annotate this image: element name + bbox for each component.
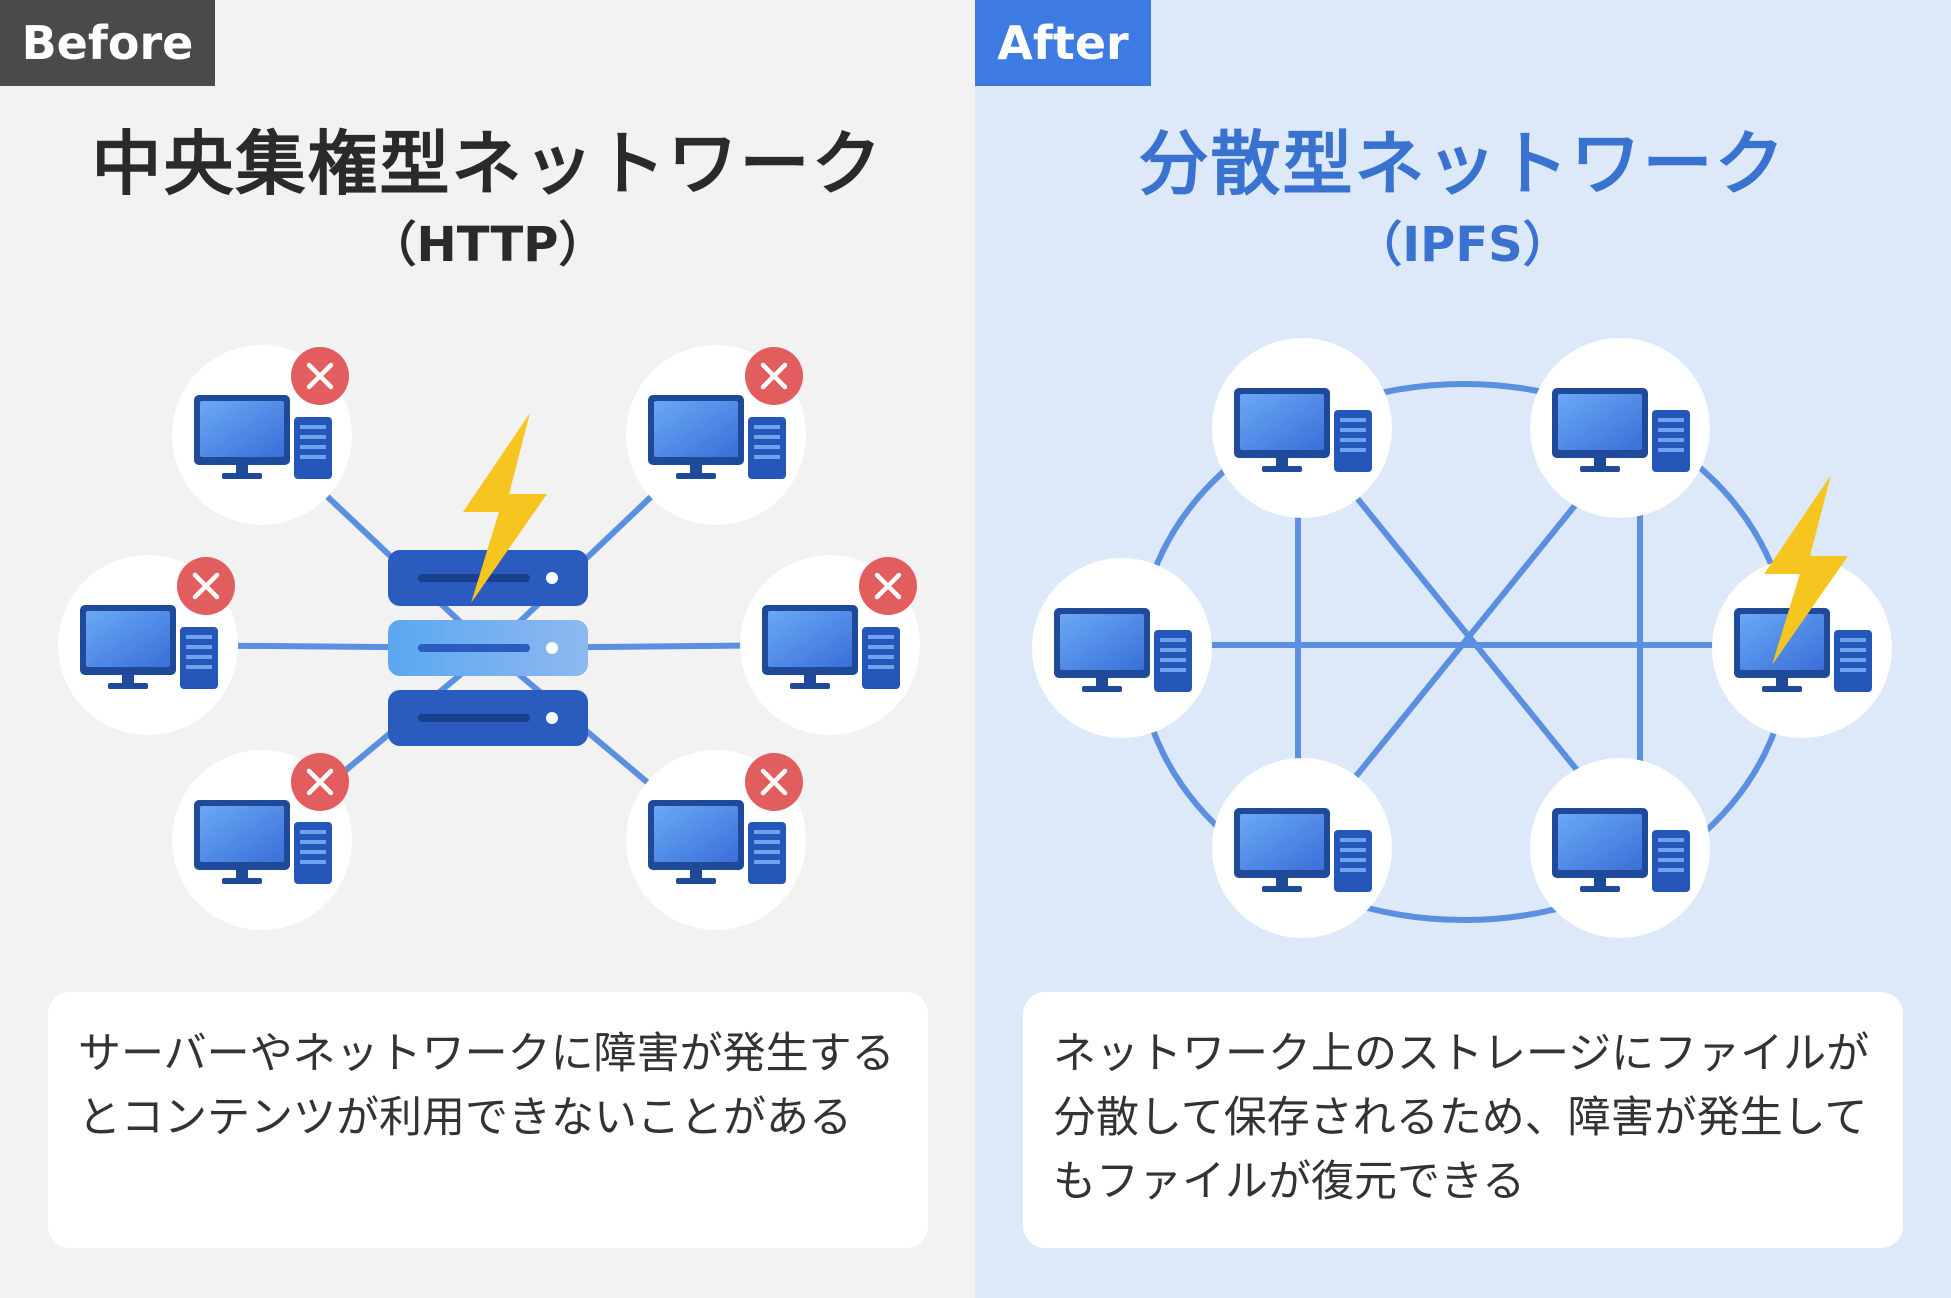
client-node <box>58 555 238 735</box>
after-title: 分散型ネットワーク <box>1138 123 1787 205</box>
error-x-icon <box>291 347 349 405</box>
server-icon <box>388 550 588 746</box>
client-node <box>740 555 920 735</box>
peer-node <box>1212 758 1392 938</box>
error-x-icon <box>859 557 917 615</box>
peer-node <box>1530 758 1710 938</box>
before-description: サーバーやネットワークに障害が発生するとコンテンツが利用できないことがある <box>48 992 928 1248</box>
before-subtitle: （HTTP） <box>368 217 607 273</box>
before-title: 中央集権型ネットワーク <box>91 123 884 205</box>
error-x-icon <box>177 557 235 615</box>
before-tag: Before <box>0 0 215 86</box>
error-x-icon <box>745 753 803 811</box>
peer-node <box>1530 338 1710 518</box>
after-subtitle: （IPFS） <box>1354 217 1571 273</box>
client-node <box>626 345 806 525</box>
client-node <box>172 750 352 930</box>
peer-node <box>1712 558 1892 738</box>
after-tag: After <box>975 0 1151 86</box>
peer-node <box>1032 558 1212 738</box>
peer-node <box>1212 338 1392 518</box>
error-x-icon <box>291 753 349 811</box>
after-description: ネットワーク上のストレージにファイルが分散して保存されるため、障害が発生してもフ… <box>1023 992 1903 1248</box>
client-node <box>172 345 352 525</box>
error-x-icon <box>745 347 803 405</box>
client-node <box>626 750 806 930</box>
